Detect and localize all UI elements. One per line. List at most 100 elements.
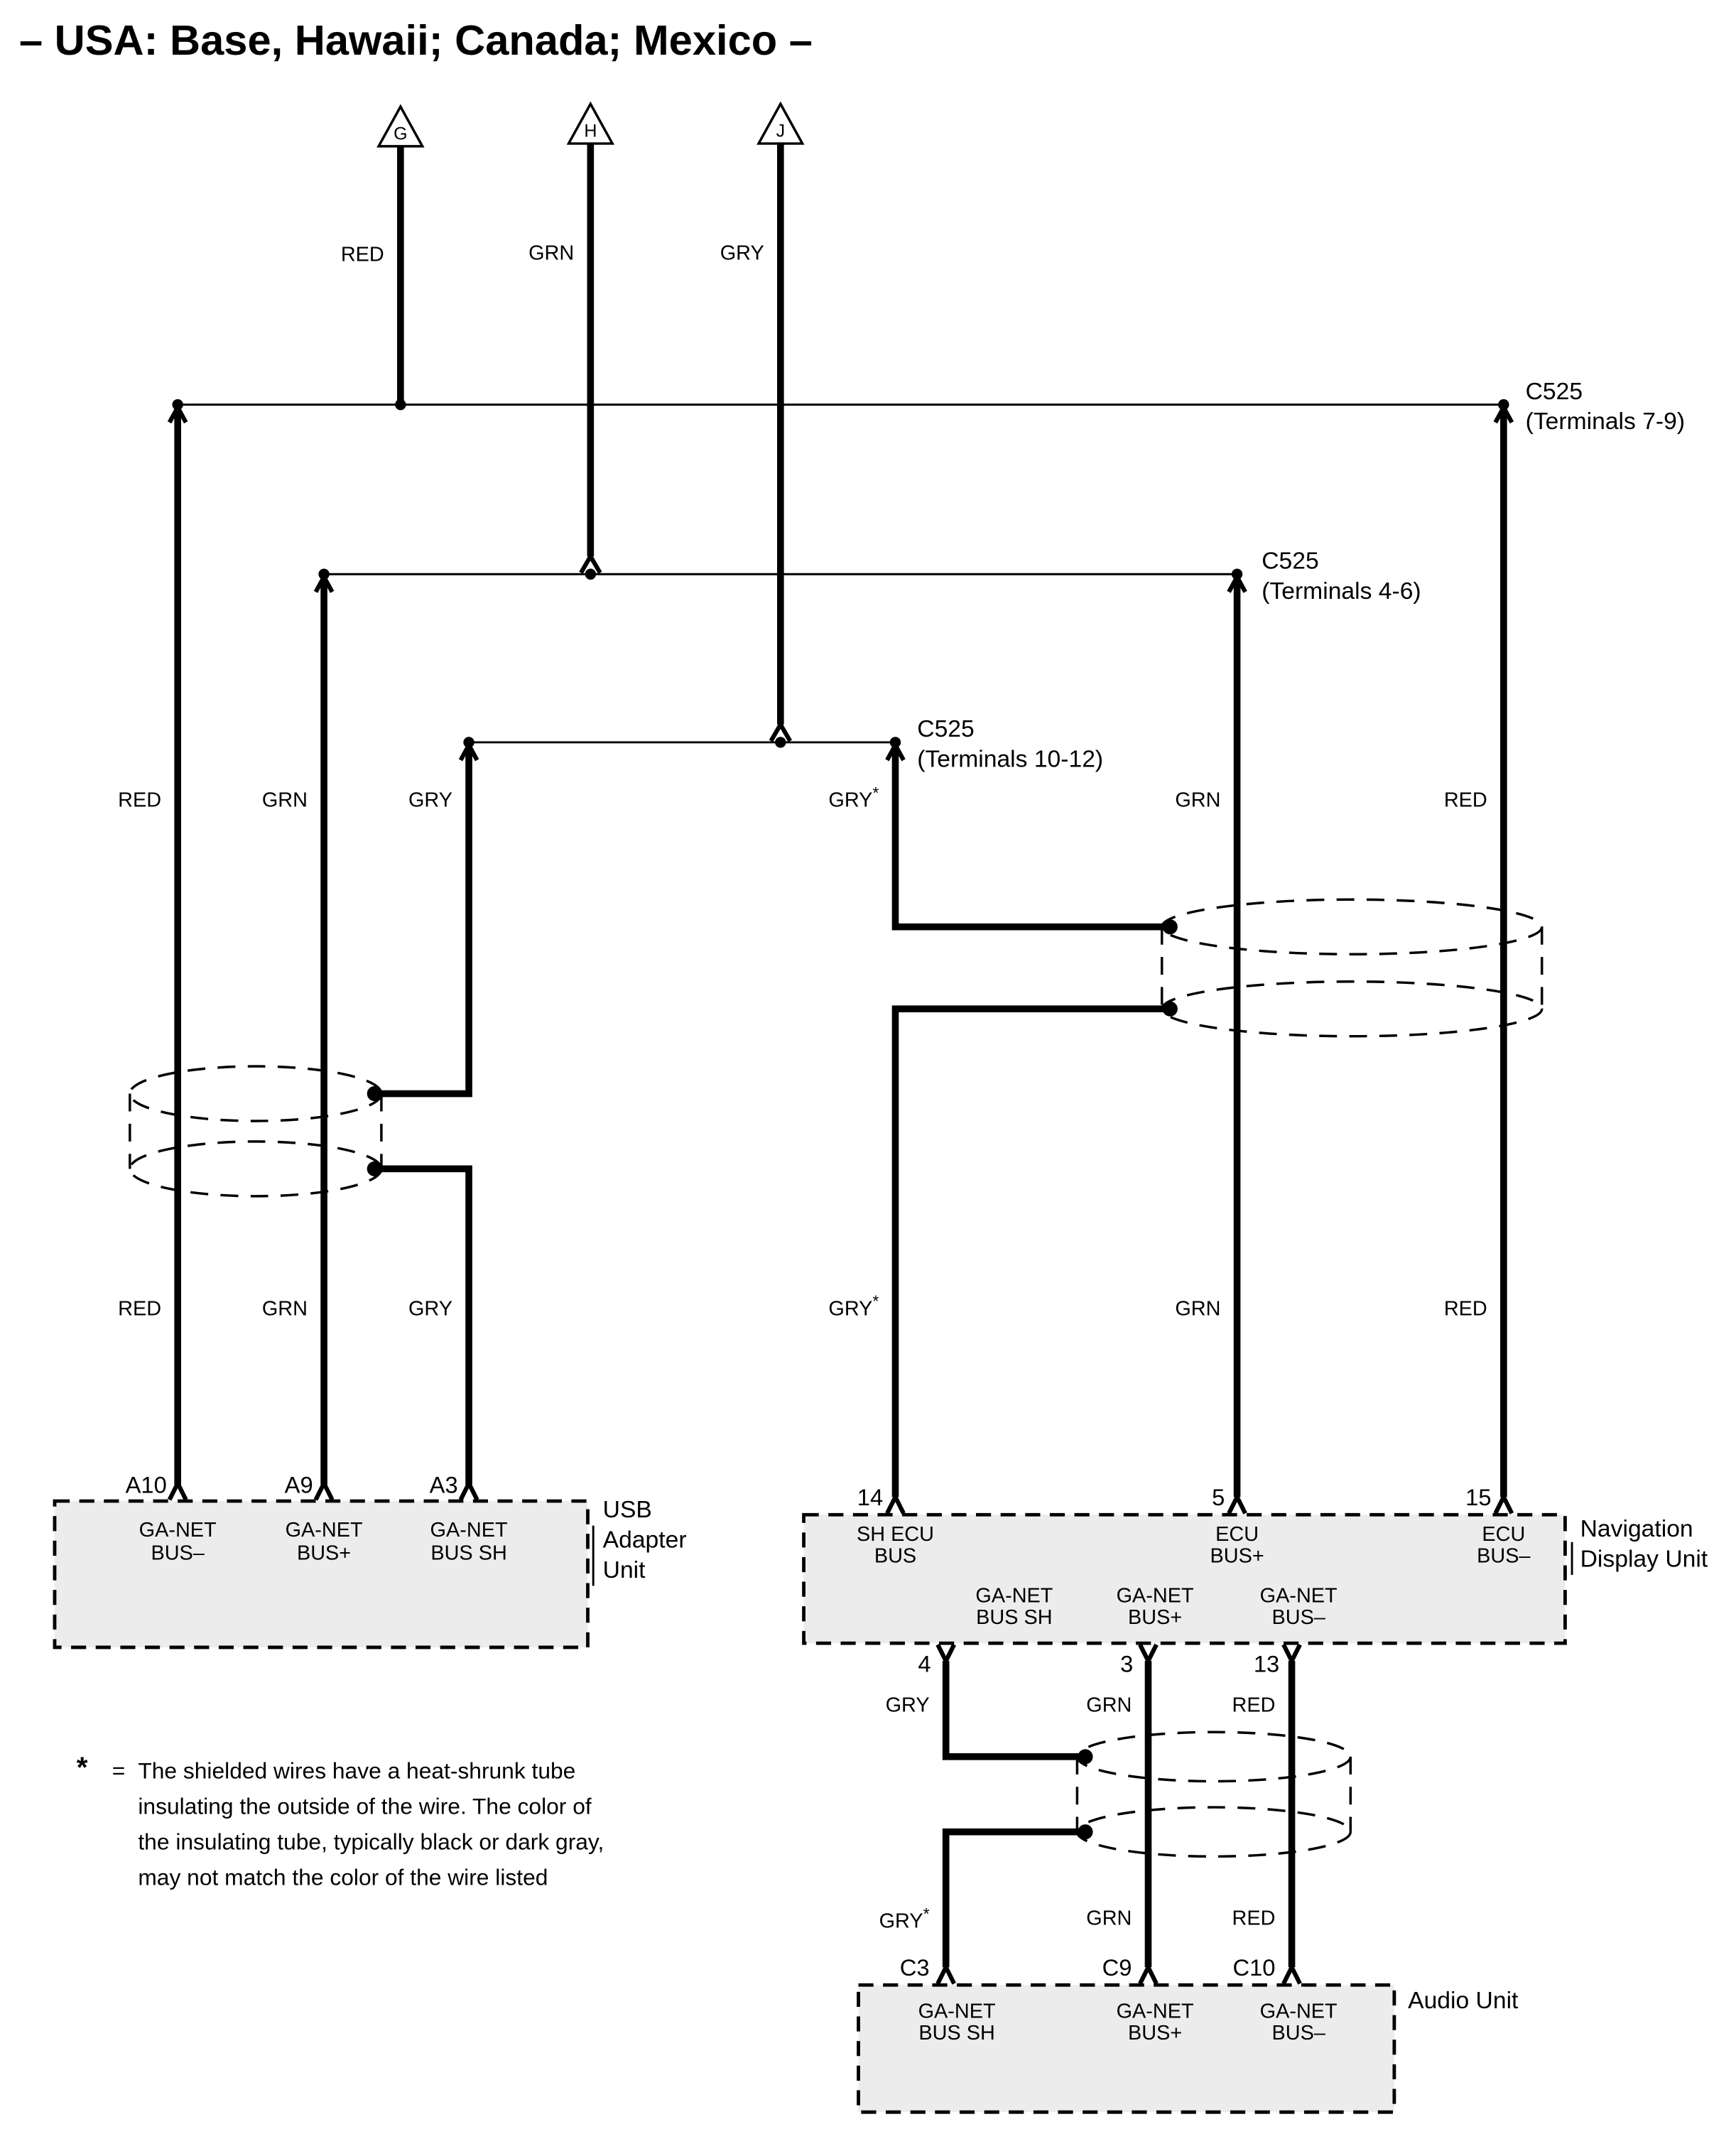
nav-pin-15: 15 <box>1465 1484 1491 1510</box>
triangle-connector-h: H <box>566 101 615 145</box>
wire-label-grn: GRN <box>1086 1694 1132 1716</box>
usb-pin-a3-label: GA-NET <box>430 1519 508 1542</box>
nav-pin-13: 13 <box>1254 1651 1279 1677</box>
shield-ellipse <box>1075 1731 1352 1783</box>
wire-gry-to-usb-via-shield <box>374 744 472 1485</box>
junction-dot <box>775 737 786 748</box>
terminal-chevron-j <box>769 720 792 742</box>
triangle-g-label: G <box>394 124 407 143</box>
shield-ellipse <box>1075 1806 1352 1858</box>
wire-label-gry-star: GRY* <box>828 784 879 812</box>
triangle-connector-j: J <box>756 101 805 145</box>
nav-pin-5-label: BUS+ <box>1210 1545 1264 1568</box>
shield-ellipse <box>1161 898 1544 955</box>
wire-gry-nav-to-audio-via-shield <box>942 1661 1085 1968</box>
terminal-chevron <box>1138 1962 1159 1985</box>
connector-c525-4-6-name: C525 <box>1262 548 1318 575</box>
triangle-h-label: H <box>584 121 597 141</box>
connector-c525-7-9-terminals: (Terminals 7-9) <box>1526 408 1685 435</box>
connector-c525-7-9-name: C525 <box>1526 379 1583 405</box>
nav-pin-4: 4 <box>918 1651 931 1677</box>
terminal-chevron <box>313 1478 335 1501</box>
connector-c525-10-12-terminals: (Terminals 10-12) <box>917 747 1103 773</box>
shield-tap-dot <box>367 1161 382 1176</box>
wire-label-red: RED <box>118 1297 161 1320</box>
nav-unit-name: Display Unit <box>1580 1546 1708 1572</box>
footnote-line: may not match the color of the wire list… <box>138 1865 548 1890</box>
asterisk: * <box>923 1905 930 1923</box>
shield-tap-dot <box>1078 1749 1093 1765</box>
wire-label-red: RED <box>1232 1907 1276 1930</box>
wire-label-gry: GRY <box>828 789 872 811</box>
connector-c525-10-12-name: C525 <box>917 716 974 742</box>
nav-pin-4-label: GA-NET <box>975 1584 1053 1607</box>
shield-cylinder-left <box>129 1065 383 1198</box>
nav-pin-5-label: ECU <box>1215 1523 1259 1546</box>
nav-pin-14-label: BUS <box>874 1545 916 1568</box>
connector-c525-4-6-terminals: (Terminals 4-6) <box>1262 578 1421 605</box>
shield-tap-dot <box>367 1085 382 1102</box>
wire-label-gry: GRY <box>879 1910 923 1932</box>
usb-pin-a9-label: BUS+ <box>297 1542 351 1565</box>
shield-ellipse <box>129 1065 383 1122</box>
wire-label-gry-top: GRY <box>720 242 764 265</box>
audio-pin-c9: C9 <box>1102 1954 1132 1981</box>
usb-pin-a9: A9 <box>285 1471 313 1497</box>
nav-pin-13-label: GA-NET <box>1260 1584 1338 1607</box>
wire-label-gry: GRY <box>828 1297 872 1320</box>
navigation-display-unit-box <box>802 1512 1567 1645</box>
asterisk: * <box>872 1292 879 1311</box>
wire-label-grn: GRN <box>1175 789 1220 811</box>
footnote-line: the insulating tube, typically black or … <box>138 1829 604 1855</box>
wire-gry-to-nav-via-shield <box>891 744 1171 1497</box>
audio-pin-c3-label: GA-NET <box>918 2000 996 2022</box>
triangle-connector-g: G <box>376 104 425 148</box>
usb-pin-a10: A10 <box>126 1471 167 1497</box>
audio-pin-c10-label: GA-NET <box>1260 2000 1338 2022</box>
audio-pin-c9-label: GA-NET <box>1117 2000 1194 2022</box>
nav-pin-3-label: GA-NET <box>1117 1584 1194 1607</box>
nav-pin-4-label: BUS SH <box>976 1606 1052 1629</box>
audio-pin-c3-label: BUS SH <box>918 2022 994 2044</box>
usb-pin-a10-label: BUS– <box>151 1542 205 1565</box>
wire-label-red-top: RED <box>341 244 384 266</box>
terminal-chevron <box>1281 1962 1302 1985</box>
terminal-chevron <box>935 1643 956 1667</box>
junction-dot <box>395 399 406 411</box>
wire-label-grn: GRN <box>262 1297 308 1320</box>
wire-label-red: RED <box>118 789 161 811</box>
audio-pin-c10: C10 <box>1232 1954 1275 1981</box>
terminal-chevron <box>885 1492 906 1515</box>
audio-pin-c3: C3 <box>900 1954 930 1981</box>
nav-pin-15-label: ECU <box>1482 1523 1525 1546</box>
usb-unit-name: Unit <box>603 1557 646 1583</box>
asterisk: * <box>872 784 879 802</box>
usb-pin-a10-label: GA-NET <box>139 1519 217 1542</box>
page-title: – USA: Base, Hawaii; Canada; Mexico – <box>19 16 813 64</box>
terminal-chevron <box>935 1962 956 1985</box>
wire-label-gry-star: GRY* <box>879 1905 930 1933</box>
audio-unit-box <box>857 1983 1396 2114</box>
triangle-j-label: J <box>776 121 786 141</box>
audio-pin-c10-label: BUS– <box>1271 2022 1325 2044</box>
shield-ellipse <box>1161 980 1544 1038</box>
nav-pin-13-label: BUS– <box>1271 1606 1325 1629</box>
wire-label-grn: GRN <box>262 789 308 811</box>
terminal-chevron <box>1227 1492 1247 1515</box>
shield-cylinder-right <box>1161 898 1544 1038</box>
wire-label-gry: GRY <box>408 1297 452 1320</box>
shield-cylinder-audio <box>1075 1731 1352 1858</box>
shield-tap-dot <box>1162 1001 1178 1017</box>
footnote-asterisk: * <box>77 1751 88 1784</box>
usb-unit-name: Adapter <box>603 1527 687 1553</box>
usb-adapter-unit-box <box>53 1499 590 1650</box>
wire-label-grn-top: GRN <box>528 242 574 265</box>
wire-label-gry: GRY <box>886 1694 930 1716</box>
audio-pin-c9-label: BUS+ <box>1128 2022 1182 2044</box>
terminal-chevron-h <box>579 552 602 574</box>
terminal-chevron <box>1138 1643 1159 1667</box>
wire-label-red: RED <box>1444 789 1487 811</box>
wire-label-gry-star: GRY* <box>828 1292 879 1321</box>
nav-pin-3: 3 <box>1120 1651 1133 1677</box>
